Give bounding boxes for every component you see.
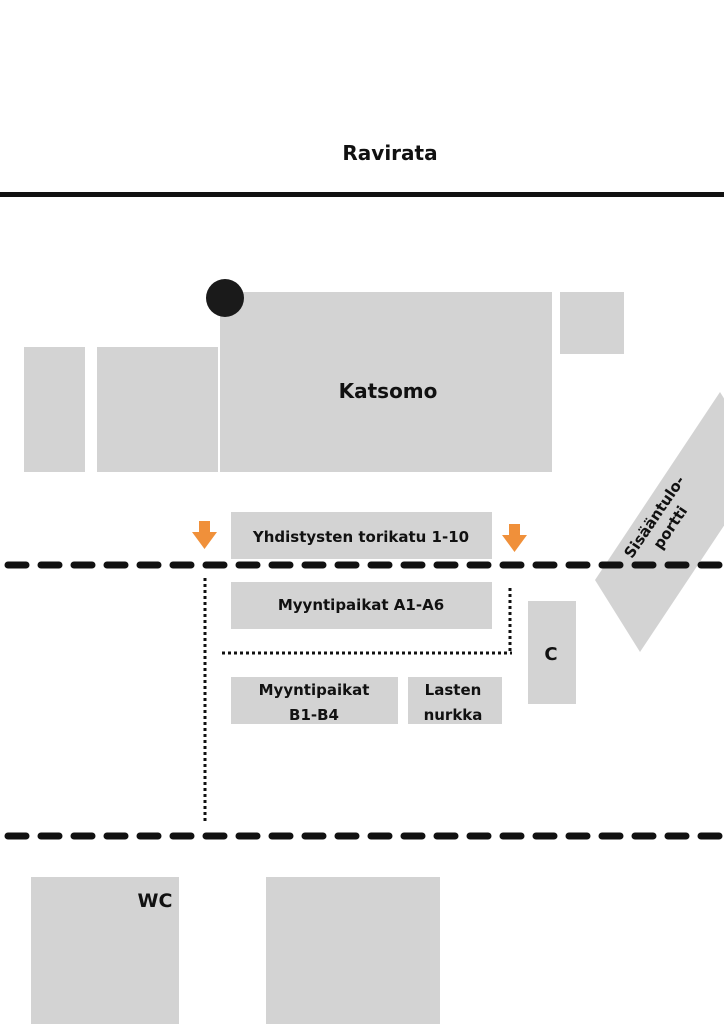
entrance-gate [595, 392, 724, 652]
marker-dot [206, 279, 244, 317]
myynti-b-label-2: B1-B4 [289, 706, 339, 724]
torikatu-area [231, 512, 492, 559]
track-line [0, 192, 724, 197]
wc-building [31, 877, 179, 1024]
map-title: Ravirata [342, 141, 437, 165]
wc-label: WC [138, 890, 173, 912]
lasten-label-2: nurkka [424, 706, 483, 724]
lasten-label-1: Lasten [425, 681, 482, 699]
myynti-b-label-1: Myyntipaikat [259, 681, 370, 699]
lasten-nurkka-area [408, 677, 502, 724]
building [560, 292, 624, 354]
arrow-down-icon [192, 521, 217, 549]
building [266, 877, 440, 1024]
c-label: C [544, 644, 557, 665]
building [24, 347, 85, 472]
building [97, 347, 218, 472]
arrow-down-icon [502, 524, 527, 552]
myynti-a-area [231, 582, 492, 629]
katsomo-label: Katsomo [339, 379, 438, 403]
torikatu-label: Yhdistysten torikatu 1-10 [252, 528, 469, 546]
myynti-a-label: Myyntipaikat A1-A6 [278, 596, 444, 614]
c-building [528, 601, 576, 704]
katsomo-building [220, 292, 552, 472]
myynti-b-area [231, 677, 398, 724]
